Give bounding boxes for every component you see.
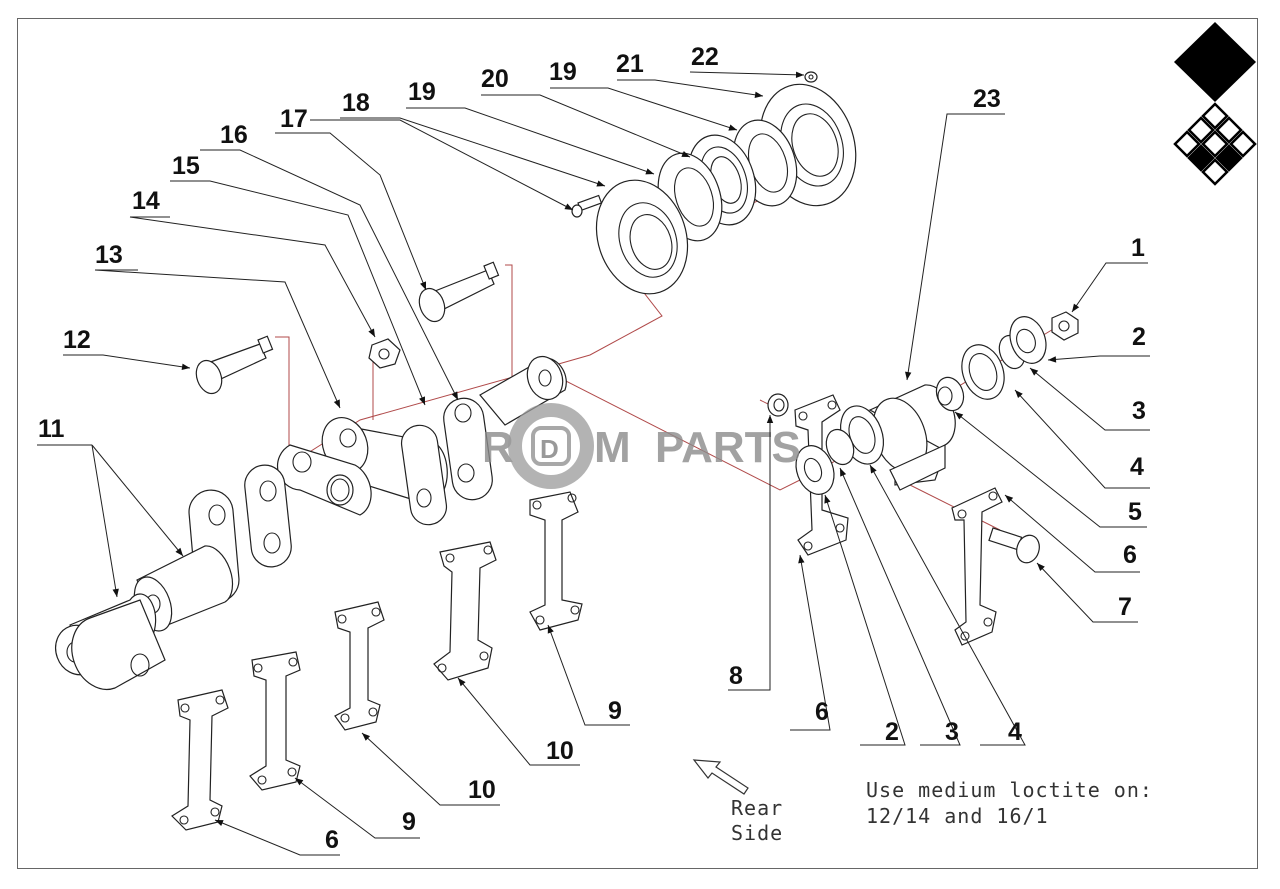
callout-23: 23 [973, 85, 1001, 113]
callout-7: 7 [1118, 593, 1132, 621]
watermark: R D M PARTS [482, 403, 801, 489]
loctite-note-line2: 12/14 and 16/1 [866, 804, 1049, 828]
callout-2: 2 [1132, 323, 1146, 351]
callout-10-lower: 10 [468, 776, 496, 804]
callout-19-front: 19 [408, 78, 436, 106]
screw-22 [804, 71, 818, 83]
crank-assembly-11 [55, 489, 240, 690]
callout-8: 8 [729, 662, 743, 690]
rear-side-label-line1: Rear [731, 796, 783, 820]
watermark-logo-letter: D [540, 434, 559, 464]
callout-9-upper: 9 [608, 697, 622, 725]
callout-2-front: 2 [885, 718, 899, 746]
nut-1 [1051, 311, 1079, 341]
bearing-4-rear [961, 344, 1005, 400]
drawing-frame [17, 18, 1258, 869]
link-arm-10-lower [334, 601, 385, 731]
callout-13: 13 [95, 241, 123, 269]
callout-17: 17 [280, 105, 308, 133]
bolt-17 [571, 194, 603, 218]
pin-7 [988, 527, 1040, 564]
callout-20: 20 [481, 65, 509, 93]
shaft-arm-15 [443, 355, 567, 501]
watermark-text-right: PARTS [655, 423, 801, 472]
callout-labels: 1 2 3 4 5 6 7 8 6 2 3 4 9 10 10 9 6 11 1… [38, 43, 1146, 854]
flange-housing-18 [595, 179, 689, 295]
housing-23 [868, 384, 956, 491]
callout-16: 16 [220, 121, 248, 149]
callout-1: 1 [1131, 234, 1145, 262]
washer-2-rear [1009, 316, 1047, 364]
callout-6-lower: 6 [325, 826, 339, 854]
callout-15: 15 [172, 152, 200, 180]
seal-3-front [825, 428, 855, 466]
callout-4-front: 4 [1008, 718, 1022, 746]
callout-21: 21 [616, 50, 644, 78]
nut-14 [368, 338, 401, 369]
link-plate [244, 464, 292, 568]
pin-16 [418, 261, 500, 323]
callout-18: 18 [342, 89, 370, 117]
callout-6: 6 [1123, 541, 1137, 569]
link-arm-10-upper [433, 541, 497, 681]
callout-22: 22 [691, 43, 719, 71]
callout-3: 3 [1132, 397, 1146, 425]
pin-12 [195, 335, 274, 395]
callout-3-front: 3 [945, 718, 959, 746]
rear-side-arrow-icon [692, 759, 749, 795]
bushing-8 [767, 393, 789, 417]
link-arm-9-lower [249, 651, 301, 791]
watermark-text-mid: M [594, 423, 631, 472]
callout-underlines [37, 113, 1150, 856]
link-arm-9-upper [529, 491, 583, 631]
callout-6-front: 6 [815, 698, 829, 726]
callout-11: 11 [38, 415, 65, 443]
callout-14: 14 [132, 187, 160, 215]
link-arm-6-lower [171, 689, 229, 831]
callout-19-rear: 19 [549, 58, 577, 86]
callout-4: 4 [1130, 453, 1144, 481]
loctite-note-line1: Use medium loctite on: [866, 778, 1153, 802]
washer-2-front [795, 445, 835, 495]
link-plate-splined [276, 444, 372, 516]
callout-5: 5 [1128, 498, 1142, 526]
callout-12: 12 [63, 326, 91, 354]
brand-logo-icon [1173, 22, 1257, 186]
spacer-5 [935, 376, 965, 412]
plate-arm-6-rear [951, 487, 1003, 646]
rear-side-label-line2: Side [731, 821, 783, 845]
callout-10-upper: 10 [546, 737, 574, 765]
callout-9-lower: 9 [402, 808, 416, 836]
